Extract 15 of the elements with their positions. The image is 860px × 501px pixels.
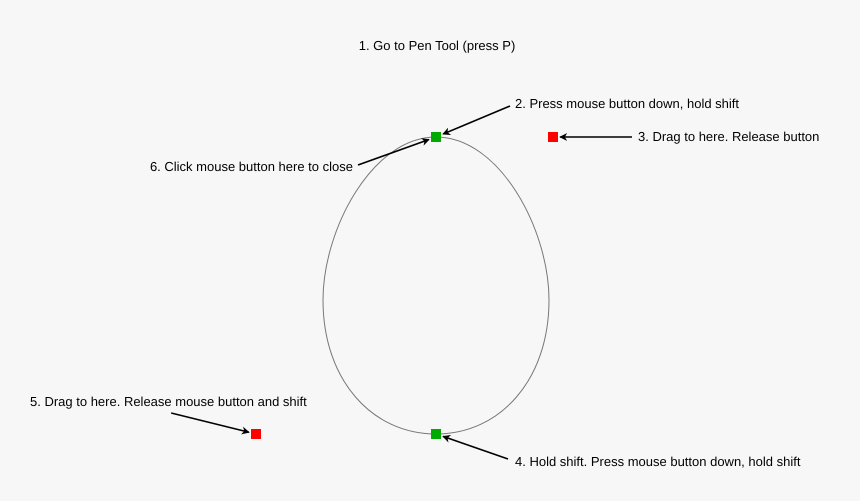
anchor-point-marker — [548, 132, 558, 142]
step-text: 5. Drag to here. Release mouse button and shift — [30, 394, 307, 410]
arrow — [358, 138, 430, 166]
anchor-point-marker — [431, 132, 441, 142]
arrow — [170, 412, 250, 434]
arrow — [442, 435, 508, 460]
step-text: 3. Drag to here. Release button — [638, 129, 820, 145]
step-text: 6. Click mouse button here to close — [150, 159, 353, 175]
arrow — [559, 133, 632, 141]
instruction-text: 1. Go to Pen Tool (press P) — [358, 38, 516, 54]
step-text: 4. Hold shift. Press mouse button down, hold shift — [515, 454, 800, 470]
step-text: 2. Press mouse button down, hold shift — [515, 96, 740, 112]
anchor-point-marker — [431, 429, 441, 439]
arrow — [442, 105, 510, 135]
anchor-point-marker — [251, 429, 261, 439]
